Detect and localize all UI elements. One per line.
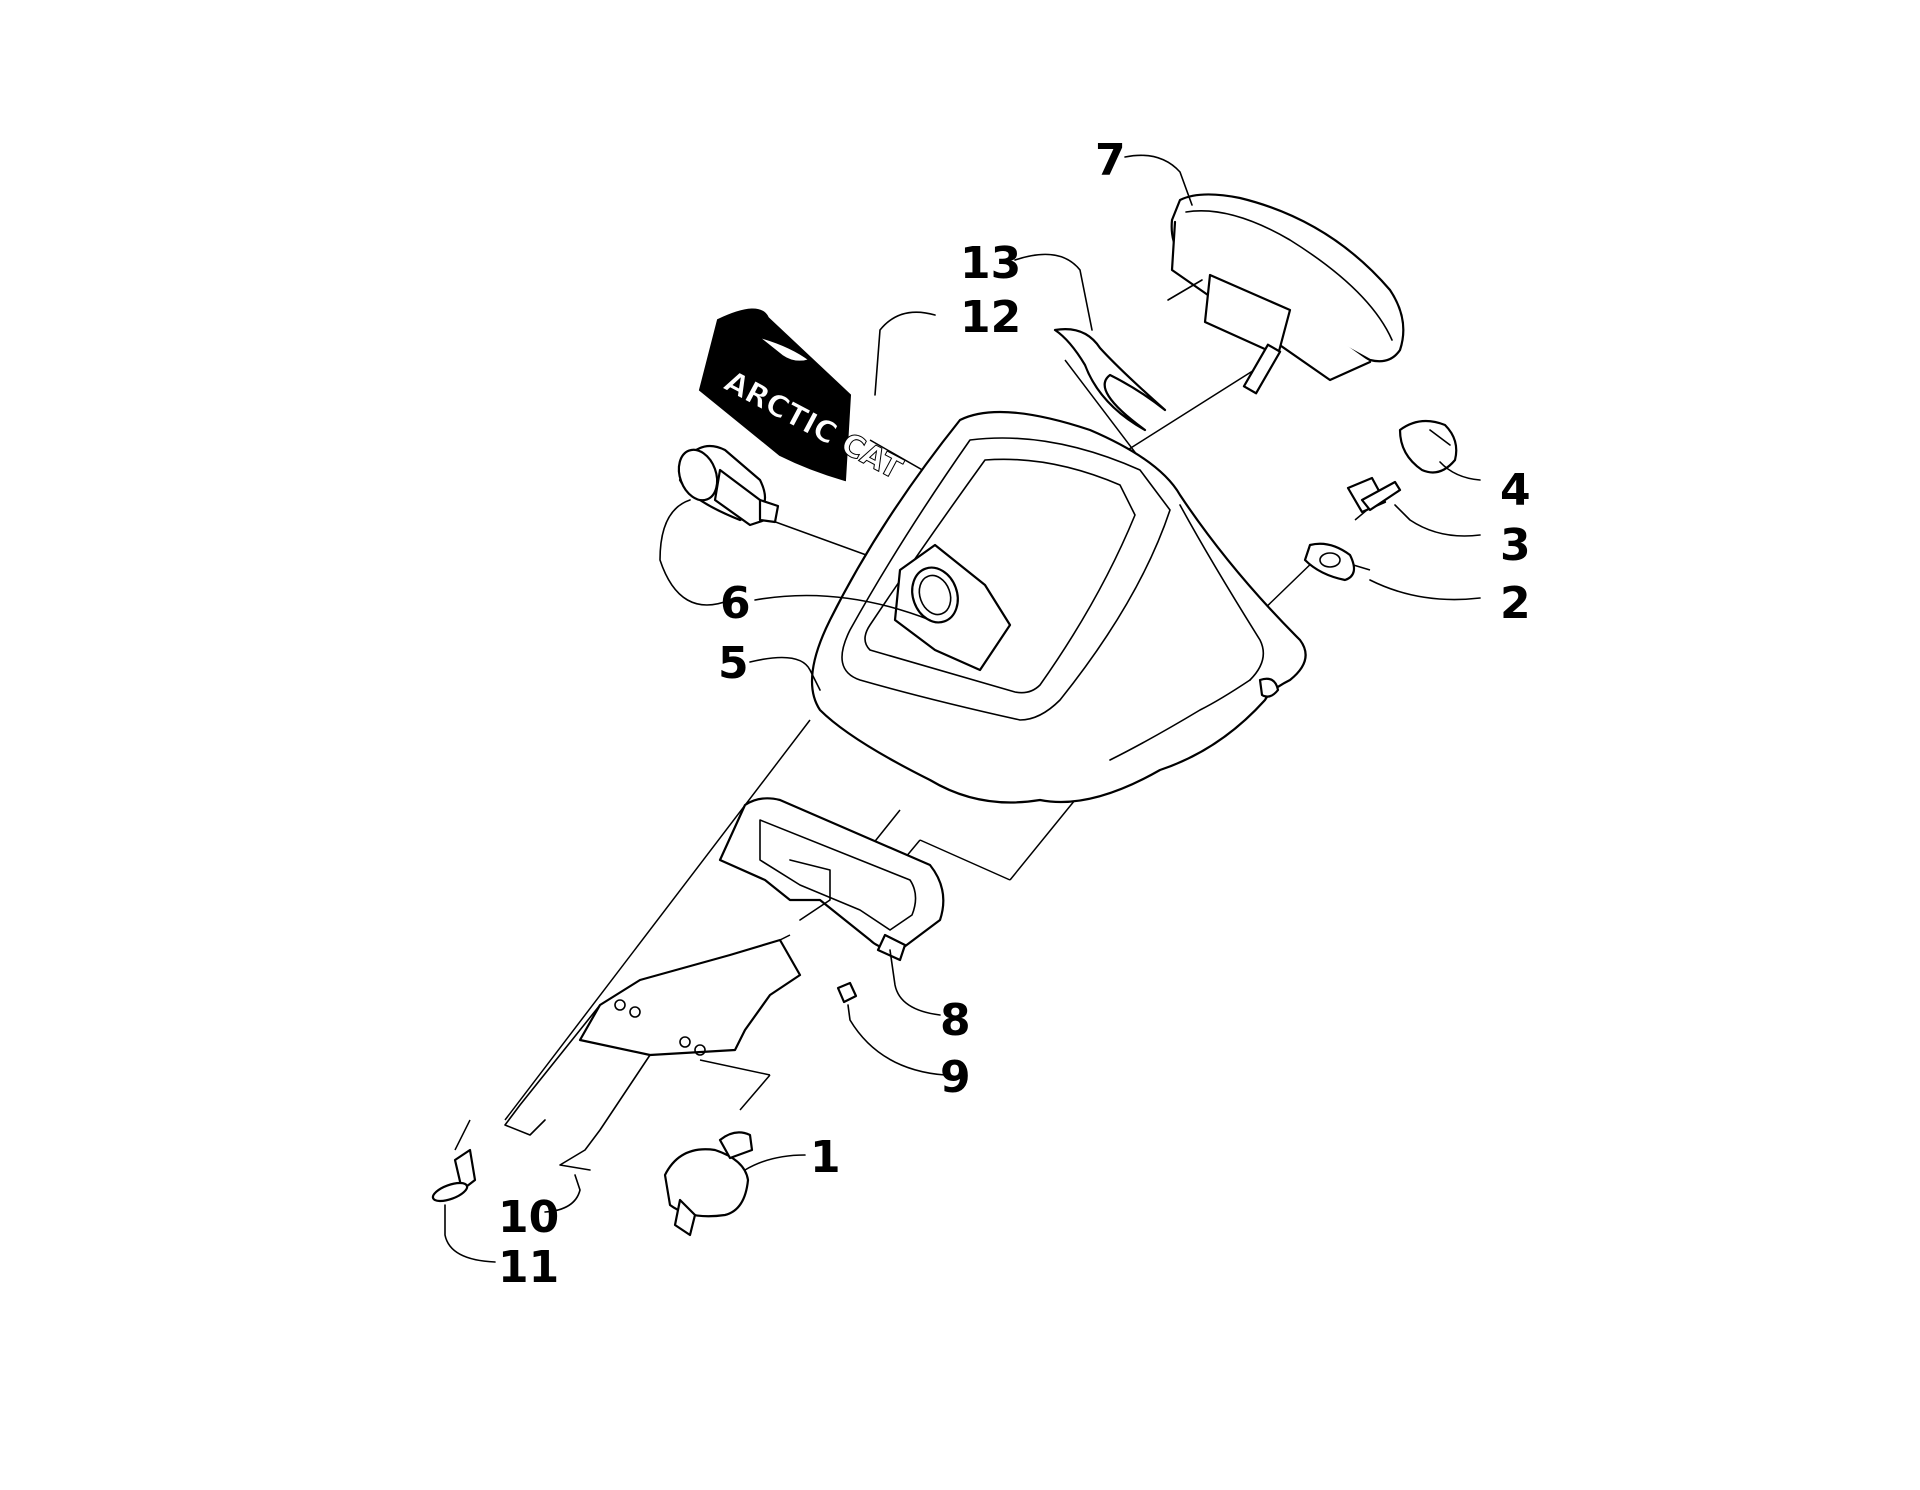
- callout-11: 11: [498, 1242, 559, 1293]
- mounting-bracket: [504, 938, 802, 1171]
- callout-10: 10: [498, 1192, 559, 1243]
- power-outlet-socket: [677, 444, 780, 527]
- callout-1: 1: [810, 1132, 841, 1183]
- retainer-frame: [718, 797, 945, 962]
- speedometer-gauge: [1167, 193, 1405, 395]
- callout-8: 8: [940, 995, 971, 1046]
- callout-12: 12: [960, 292, 1021, 343]
- ignition-key: [1346, 476, 1402, 514]
- callout-numbers: 7 13 12 4 3 2 6 5 8 9 1 10 11: [498, 135, 1531, 1293]
- callout-6: 6: [720, 578, 751, 629]
- ignition-cap: [1398, 419, 1458, 474]
- callout-5: 5: [718, 638, 749, 689]
- callout-3: 3: [1500, 520, 1531, 571]
- small-decal: [1053, 328, 1167, 432]
- dash-housing: [810, 410, 1307, 804]
- callout-13: 13: [960, 238, 1021, 289]
- callout-9: 9: [940, 1052, 971, 1103]
- clip: [836, 981, 858, 1004]
- callout-leaders: [444, 154, 1481, 1263]
- callout-2: 2: [1500, 578, 1531, 629]
- bezel-nut: [1303, 542, 1356, 582]
- callout-7: 7: [1095, 135, 1126, 186]
- toggle-switch: [663, 1131, 754, 1237]
- callout-4: 4: [1500, 465, 1531, 516]
- push-rivet: [431, 1148, 477, 1203]
